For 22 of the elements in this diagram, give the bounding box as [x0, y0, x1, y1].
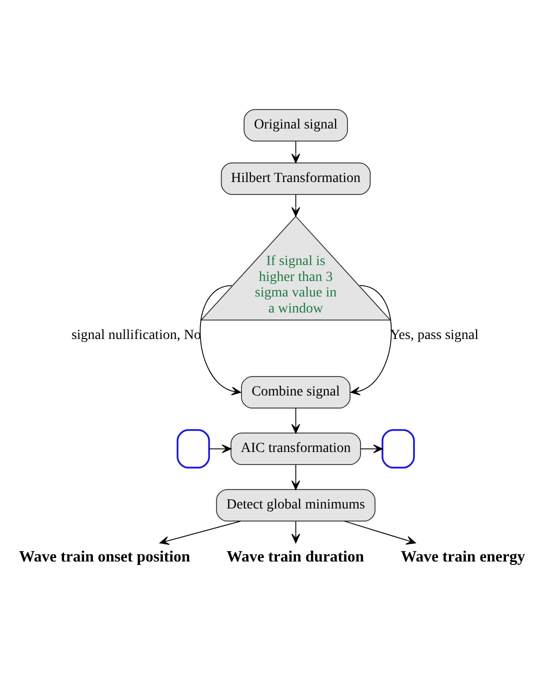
node-box: AIC transformation	[230, 432, 361, 465]
node-text: Wave train duration	[226, 548, 364, 566]
arrow	[291, 140, 300, 163]
arrow	[291, 520, 300, 543]
arrow	[360, 444, 383, 453]
node-box: Hilbert Transformation	[220, 162, 371, 194]
arrow	[200, 284, 242, 395]
node-text: Wave train onset position	[19, 548, 190, 566]
arrow	[208, 444, 232, 453]
arrow	[291, 464, 300, 490]
arrow	[291, 407, 300, 433]
node-box	[382, 428, 415, 468]
arrow	[344, 520, 416, 544]
arrow	[160, 520, 241, 544]
edge-label: signal nullification, No	[71, 328, 201, 343]
node-text: Wave train energy	[400, 548, 526, 566]
node-box: Detect global minimums	[216, 488, 376, 522]
node-box	[176, 428, 210, 468]
arrow	[350, 284, 392, 395]
arrow	[291, 194, 300, 216]
node-box: Combine signal	[241, 376, 350, 408]
node-box: Original signal	[244, 108, 348, 141]
